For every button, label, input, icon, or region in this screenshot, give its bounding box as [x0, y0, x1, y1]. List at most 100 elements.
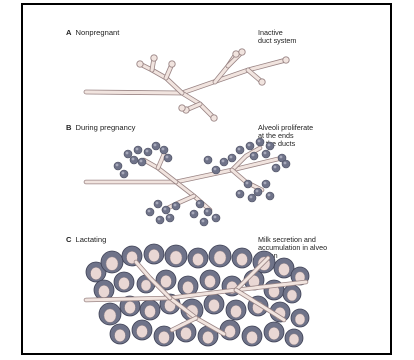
alveolar-lumen: [91, 267, 102, 279]
alveolus-highlight: [252, 154, 255, 157]
alveolus: [212, 214, 220, 222]
alveolus-highlight: [256, 190, 259, 193]
alveolus-highlight: [238, 148, 241, 151]
alveolar-lumen: [209, 299, 220, 311]
alveolus-highlight: [214, 168, 217, 171]
alveolus: [130, 156, 138, 164]
alveolus-highlight: [162, 148, 165, 151]
alveolus: [162, 206, 170, 214]
alveolus-highlight: [222, 160, 225, 163]
alveolar-lumen: [161, 275, 172, 287]
alveolus: [204, 208, 212, 216]
alveolus: [120, 170, 128, 178]
alveolus: [272, 164, 280, 172]
alveolus-highlight: [164, 208, 167, 211]
alveolus-highlight: [146, 150, 149, 153]
alveolar-lumen: [289, 334, 299, 345]
duct-end-bud: [233, 51, 239, 57]
alveolar-lumen: [203, 331, 214, 343]
alveolus: [248, 194, 256, 202]
duct-end-bud: [259, 79, 265, 85]
alveolus: [256, 138, 264, 146]
alveolus: [282, 160, 290, 168]
alveolus-highlight: [116, 164, 119, 167]
alveolar-lumen: [149, 249, 160, 261]
alveolus-highlight: [230, 156, 233, 159]
alveolus-highlight: [132, 158, 135, 161]
alveolus-highlight: [148, 210, 151, 213]
alveolus: [190, 210, 198, 218]
alveolus: [254, 188, 262, 196]
alveolus-highlight: [158, 218, 161, 221]
alveolar-lumen: [181, 327, 192, 339]
duct-end-bud: [283, 57, 289, 63]
alveolus: [172, 202, 180, 210]
alveolar-lumen: [237, 253, 248, 265]
alveolar-lumen: [225, 325, 236, 337]
duct-end-bud: [169, 61, 175, 67]
alveolar-lumen: [231, 305, 242, 317]
alveolar-lumen: [183, 281, 194, 293]
duct-end-bud: [179, 105, 185, 111]
alveolar-lumen: [295, 314, 305, 325]
alveolar-lumen: [193, 253, 204, 265]
alveolus-highlight: [264, 152, 267, 155]
alveolar-lumen: [104, 309, 116, 323]
alveolar-lumen: [279, 263, 290, 275]
alveolar-lumen: [159, 331, 170, 343]
alveolus: [246, 142, 254, 150]
alveolus: [152, 142, 160, 150]
alveolar-lumen: [99, 285, 110, 297]
alveolus-highlight: [136, 148, 139, 151]
alveolar-lumen: [141, 280, 151, 291]
alveolus-highlight: [192, 212, 195, 215]
alveolus: [250, 152, 258, 160]
alveolus: [212, 166, 220, 174]
alveolus-highlight: [198, 202, 201, 205]
alveolar-lumen: [269, 327, 280, 339]
alveolus-highlight: [166, 156, 169, 159]
alveolus: [164, 154, 172, 162]
alveolus-highlight: [258, 140, 261, 143]
alveolus: [156, 216, 164, 224]
alveolus: [114, 162, 122, 170]
alveolus: [262, 150, 270, 158]
alveolus: [228, 154, 236, 162]
alveolus-highlight: [246, 182, 249, 185]
alveolus-highlight: [268, 194, 271, 197]
alveolus: [236, 146, 244, 154]
alveolus: [146, 208, 154, 216]
alveolus-highlight: [168, 216, 171, 219]
alveolus: [266, 192, 274, 200]
alveolus-highlight: [284, 162, 287, 165]
alveolar-lumen: [205, 275, 216, 287]
alveolus: [124, 150, 132, 158]
alveolus-highlight: [156, 202, 159, 205]
duct-end-bud: [239, 49, 245, 55]
alveolus: [166, 214, 174, 222]
alveolus: [266, 142, 274, 150]
alveolus-highlight: [126, 152, 129, 155]
alveolus-highlight: [202, 220, 205, 223]
alveolus-highlight: [206, 158, 209, 161]
panel-a-illustration: [86, 49, 289, 121]
alveolus-highlight: [214, 216, 217, 219]
alveolar-lumen: [214, 251, 226, 265]
alveolus-highlight: [268, 144, 271, 147]
alveolar-lumen: [247, 331, 258, 343]
alveolar-lumen: [119, 277, 130, 289]
panel-c-illustration: [86, 244, 309, 347]
alveolus-highlight: [264, 182, 267, 185]
alveolus-highlight: [248, 144, 251, 147]
alveolus: [196, 200, 204, 208]
alveolus: [154, 200, 162, 208]
alveolus: [220, 158, 228, 166]
alveolar-lumen: [106, 257, 118, 271]
alveolar-lumen: [125, 301, 136, 313]
alveolus-highlight: [122, 172, 125, 175]
duct-end-bud: [211, 115, 217, 121]
alveolus-highlight: [206, 210, 209, 213]
alveolus-highlight: [238, 192, 241, 195]
